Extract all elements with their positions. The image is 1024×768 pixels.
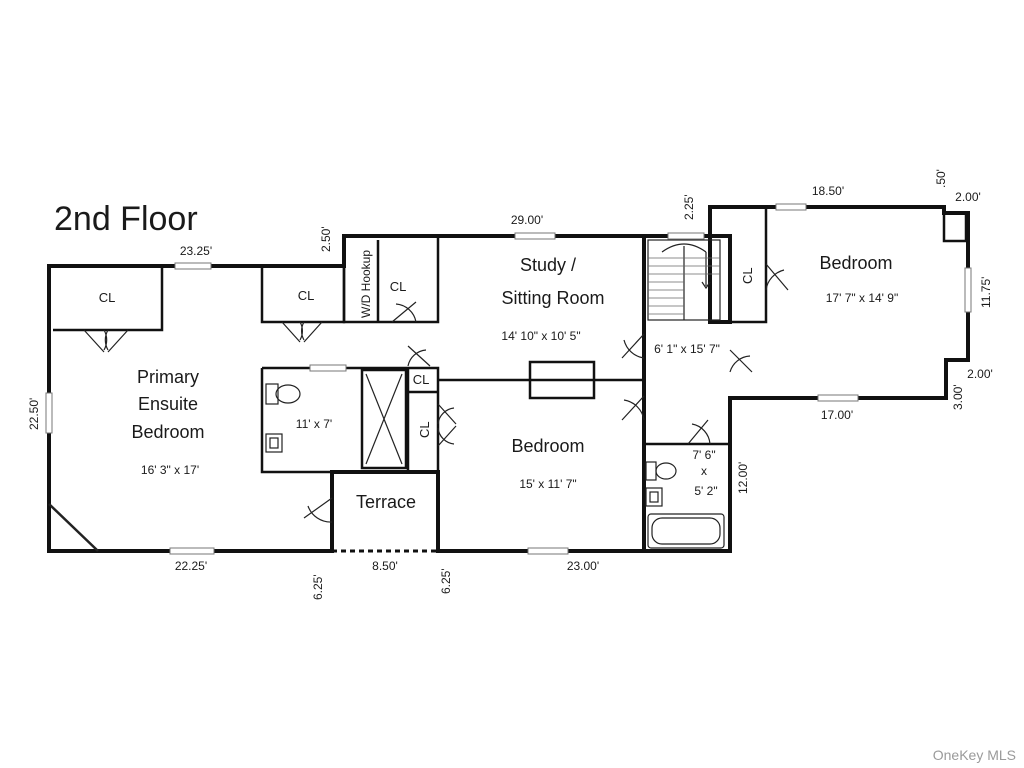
bedroom-right-size: 17' 7" x 14' 9" <box>826 291 898 305</box>
dim-bottom-mid: 23.00' <box>567 559 599 573</box>
bedroom-center-name: Bedroom <box>511 436 584 456</box>
dim-bath-side: 12.00' <box>736 462 750 494</box>
watermark: OneKey MLS <box>933 747 1016 763</box>
primary-room-size: 16' 3" x 17' <box>141 463 199 477</box>
closet-label-vertical: CL <box>417 421 432 438</box>
closet-label-hall: CL <box>740 267 755 284</box>
fixtures <box>48 383 725 552</box>
dim-right-bottom-len: 17.00' <box>821 408 853 422</box>
dim-stair-step: 2.25' <box>682 194 696 220</box>
dim-terrace-left: 6.25' <box>311 574 325 600</box>
bedroom-right-name: Bedroom <box>819 253 892 273</box>
dim-top-left: 23.25' <box>180 244 212 258</box>
terrace-name: Terrace <box>356 492 416 512</box>
dim-right-side: 11.75' <box>979 277 993 308</box>
dim-corner-small: .50' <box>934 169 948 188</box>
dim-right-bottom: 2.00' <box>967 367 993 381</box>
closet-label-left: CL <box>99 290 116 305</box>
dim-bottom-left: 22.25' <box>175 559 207 573</box>
bath-small-size-1: 7' 6" <box>692 448 715 462</box>
doors <box>83 263 789 523</box>
study-room-name-1: Study / <box>520 255 576 275</box>
closet-label-bath: CL <box>413 372 430 387</box>
dim-terrace-right: 6.25' <box>439 568 453 594</box>
floor-title: 2nd Floor <box>54 200 198 238</box>
bath-small-size-2: x <box>701 464 707 478</box>
primary-room-name-1: Primary <box>137 367 199 387</box>
dim-top-mid: 29.00' <box>511 213 543 227</box>
dim-wd-step: 2.50' <box>319 226 333 252</box>
dim-top-right: 18.50' <box>812 184 844 198</box>
dim-left-side: 22.50' <box>27 398 41 430</box>
primary-room-name-2: Ensuite <box>138 394 198 414</box>
interior-walls <box>53 207 968 551</box>
study-room-size: 14' 10" x 10' 5" <box>501 329 580 343</box>
closet-label-center: CL <box>298 288 315 303</box>
dim-terrace-width: 8.50' <box>372 559 398 573</box>
dim-right-step: 3.00' <box>951 384 965 410</box>
bath-small-size-3: 5' 2" <box>694 484 717 498</box>
dim-right-top: 2.00' <box>955 190 981 204</box>
wd-hookup-label: W/D Hookup <box>359 250 373 318</box>
room-labels: Primary Ensuite Bedroom 16' 3" x 17' 11'… <box>99 250 899 512</box>
closet-label-wd: CL <box>390 279 407 294</box>
primary-room-name-3: Bedroom <box>131 422 204 442</box>
dimension-labels: 23.25' 2.50' 29.00' 2.25' 18.50' .50' 2.… <box>27 169 993 600</box>
stairs <box>647 239 721 321</box>
primary-bath-size: 11' x 7' <box>296 417 332 431</box>
windows <box>45 203 972 555</box>
hall-size: 6' 1" x 15' 7" <box>654 342 720 356</box>
bedroom-center-size: 15' x 11' 7" <box>519 477 576 491</box>
study-room-name-2: Sitting Room <box>501 288 604 308</box>
